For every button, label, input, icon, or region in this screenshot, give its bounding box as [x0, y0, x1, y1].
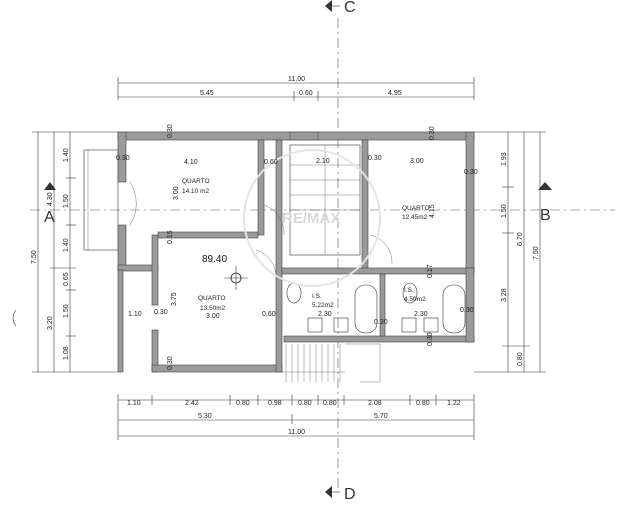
dim-int-2: 0.30	[167, 124, 174, 138]
dim-right-b: 0.80	[517, 352, 524, 366]
dim-bottom-6: 0.80	[323, 400, 337, 407]
room-quarto-2-name: QUARTO	[402, 205, 430, 212]
dim-left-a: 4.30	[47, 192, 54, 206]
section-marker-c: C	[325, 0, 356, 16]
room-is-1-area: 5.22m2	[312, 302, 334, 309]
room-quarto-1-area: 14.10 m2	[182, 188, 209, 195]
dim-right-total: 7.50	[533, 246, 540, 260]
dim-int-22: 0.30	[460, 307, 474, 314]
bottom-dimensions: 1.10 2.42 0.80 0.98 0.80 0.80 2.08 0.80 …	[117, 394, 475, 440]
dim-bottom-3: 0.80	[236, 400, 250, 407]
dim-bottom-right: 5.70	[374, 413, 388, 420]
room-is-2-name: I.S.	[404, 287, 414, 294]
watermark-text: RE/MAX	[282, 210, 340, 227]
dim-int-14: 3.00	[206, 313, 220, 320]
section-label-d: D	[344, 486, 356, 503]
top-dimensions: 11.00 5.45 0.60 4.95	[117, 76, 475, 101]
dim-right-seg-2: 1.50	[501, 204, 508, 218]
dim-int-19: 0.17	[427, 264, 434, 278]
dim-right-seg-3: 3.28	[501, 288, 508, 302]
dim-bottom-4: 0.98	[268, 400, 282, 407]
dim-int-1: 0.30	[116, 155, 130, 162]
dim-left-seg-6: 1.08	[63, 346, 70, 360]
dim-bottom-7: 2.08	[368, 400, 382, 407]
dim-int-21: 2.30	[414, 311, 428, 318]
right-dimensions: 1.93 1.50 3.28 6.70 0.80 7.50	[474, 131, 546, 373]
dim-int-8: 0.30	[429, 126, 436, 140]
dim-left-seg-2: 1.50	[63, 194, 70, 208]
dim-bottom-total: 11.00	[288, 429, 305, 436]
dim-int-20: 2.30	[318, 311, 332, 318]
room-quarto-3-area: 13.50m2	[200, 305, 226, 312]
left-dimensions: 7.50 4.30 3.20 1.40 1.50 1.40 0.65 1.50 …	[31, 131, 118, 373]
dim-bottom-2: 2.42	[185, 400, 199, 407]
bathroom-fixtures	[286, 282, 466, 334]
room-quarto-2-area: 12.45m2	[402, 214, 428, 221]
dim-int-16: 0.30	[167, 356, 174, 370]
dim-top-total: 11.00	[288, 76, 305, 83]
dim-int-23: 0.30	[427, 332, 434, 346]
dim-int-10: 3.00	[410, 158, 424, 165]
dim-int-24: 0.30	[374, 319, 388, 326]
elevation-label: 89.40	[202, 254, 227, 265]
dim-int-12: 3.75	[171, 292, 178, 306]
dim-bottom-1: 1.10	[127, 400, 141, 407]
dim-bottom-left: 5.30	[198, 413, 212, 420]
dim-left-total: 7.50	[31, 250, 38, 264]
elevation-marker: 89.40	[202, 254, 248, 290]
section-marker-d: D	[325, 486, 356, 503]
dim-left-seg-3: 1.40	[63, 238, 70, 252]
balcony	[83, 149, 119, 251]
interior-dimensions: 0.30 0.30 4.10 0.60 2.10 3.00 0.30 0.30 …	[116, 124, 478, 370]
dim-int-17: 1.10	[128, 311, 142, 318]
section-marker-a: A	[44, 182, 56, 226]
section-label-c: C	[344, 0, 356, 16]
dim-int-7: 0.30	[368, 155, 382, 162]
dim-int-18: 0.30	[464, 169, 478, 176]
dim-int-6: 3.00	[173, 186, 180, 200]
dim-bottom-8: 0.80	[416, 400, 430, 407]
room-is-2-area: 4.50m2	[404, 296, 426, 303]
section-label-a: A	[44, 209, 55, 226]
dim-top-mid: 0.60	[299, 90, 313, 97]
staircase	[282, 144, 381, 383]
dim-left-seg-1: 1.40	[63, 148, 70, 162]
dim-int-15: 0.60	[262, 311, 276, 318]
dim-right-a: 6.70	[517, 232, 524, 246]
dim-int-5: 2.10	[316, 158, 330, 165]
dim-bottom-5: 0.80	[298, 400, 312, 407]
section-marker-b: B	[538, 182, 552, 224]
watermark: RE/MAX	[243, 149, 381, 287]
dim-right-seg-1: 1.93	[501, 152, 508, 166]
dim-left-seg-4: 0.65	[63, 272, 70, 286]
dim-bottom-9: 1.22	[447, 400, 461, 407]
walls	[117, 131, 475, 373]
room-quarto-1-name: QUARTO	[182, 178, 210, 185]
room-is-1-name: I.S.	[312, 293, 322, 300]
dim-int-3: 4.10	[184, 159, 198, 166]
dim-left-b: 3.20	[47, 316, 54, 330]
dim-int-4: 0.60	[264, 159, 278, 166]
dim-int-9: 4.15	[429, 204, 436, 218]
dim-left-seg-5: 1.50	[63, 304, 70, 318]
dim-int-13: 0.30	[154, 309, 168, 316]
section-label-b: B	[540, 207, 551, 224]
dim-int-11: 0.15	[167, 230, 174, 244]
room-quarto-3-name: QUARTO	[198, 295, 226, 302]
door-swings	[129, 181, 393, 276]
dim-top-left: 5.45	[200, 90, 214, 97]
dim-top-right: 4.95	[388, 90, 402, 97]
scan-mark	[12, 309, 17, 327]
